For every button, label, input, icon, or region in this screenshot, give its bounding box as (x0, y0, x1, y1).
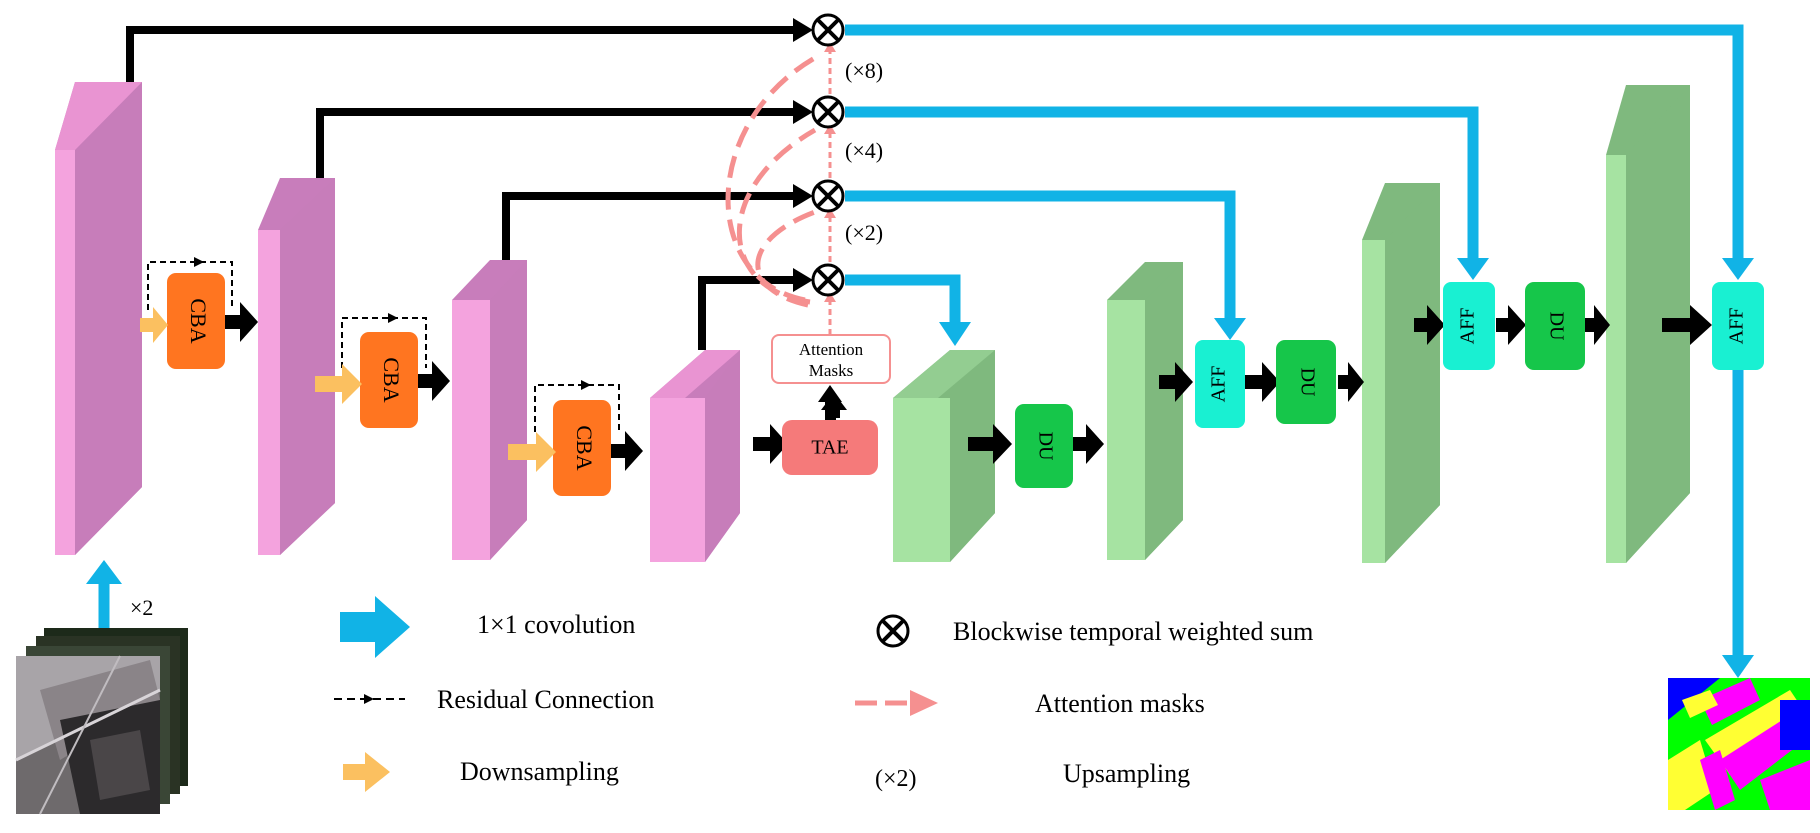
decoder-block-1 (893, 350, 995, 562)
legend-weighted-sum-label: Blockwise temporal weighted sum (953, 617, 1313, 646)
decoder-block-3 (1362, 183, 1440, 563)
svg-text:CBA: CBA (379, 357, 404, 402)
aff-block-2: AFF (1443, 282, 1495, 370)
attention-mask-arrows (725, 52, 822, 308)
encoder-block-4 (650, 350, 740, 562)
cba-block-1: CBA (167, 273, 225, 369)
process-arrows (225, 302, 1712, 471)
encoder-block-3 (452, 260, 527, 560)
legend-residual-item: Residual Connection (334, 685, 654, 714)
upsample-label-x8: (×8) (845, 58, 883, 83)
residual-arrowheads (194, 257, 591, 390)
du-block-2: DU (1276, 340, 1336, 424)
input-multiplier: ×2 (130, 595, 153, 620)
skip-arrowheads (793, 18, 813, 292)
legend-weighted-sum-item: Blockwise temporal weighted sum (876, 614, 1313, 648)
svg-text:CBA: CBA (572, 425, 597, 470)
decoder-block-2 (1107, 262, 1183, 560)
encoder-block-2 (258, 178, 335, 555)
svg-text:TAE: TAE (811, 437, 848, 459)
legend-conv-arrow-icon (340, 596, 410, 658)
aff-block-1: AFF (1195, 340, 1245, 428)
legend: 1×1 covolution Residual Connection Downs… (334, 596, 1313, 792)
downsampling-arrows (140, 307, 556, 472)
legend-weighted-sum-icon (876, 614, 910, 648)
attention-masks-line1: Attention (799, 340, 864, 359)
upsample-label-x4: (×4) (845, 138, 883, 163)
skip-connections (126, 26, 795, 350)
upsample-arrowheads (824, 42, 836, 302)
svg-text:DU: DU (1296, 368, 1318, 397)
legend-upsampling-symbol: (×2) (875, 766, 917, 792)
conv-arrowheads (86, 258, 1754, 678)
residual-connections (147, 261, 620, 432)
du-block-3: DU (1525, 282, 1585, 370)
encoder-block-1 (55, 82, 142, 555)
legend-conv-item: 1×1 covolution (340, 596, 635, 658)
attention-masks-line2: Masks (809, 361, 853, 380)
svg-text:AFF: AFF (1208, 366, 1230, 403)
cba-block-2: CBA (360, 332, 418, 428)
upsample-label-x2: (×2) (845, 220, 883, 245)
output-segmentation-map (1668, 678, 1810, 810)
cba-block-3: CBA (553, 400, 611, 496)
svg-text:DU: DU (1545, 312, 1567, 341)
legend-upsampling-label: Upsampling (1063, 759, 1190, 788)
legend-attention-item: Attention masks (855, 689, 1205, 718)
aff-block-3: AFF (1712, 282, 1764, 370)
tae-block: TAE (782, 420, 878, 475)
du-block-1: DU (1015, 404, 1073, 488)
legend-conv-label: 1×1 covolution (477, 610, 635, 639)
conv-paths (98, 24, 1744, 660)
weighted-sum-node-4 (811, 263, 845, 297)
legend-downsampling-item: Downsampling (343, 752, 619, 792)
legend-downsampling-label: Downsampling (460, 757, 619, 786)
legend-downsampling-arrow-icon (343, 752, 390, 792)
decoder-block-4 (1606, 85, 1690, 563)
attention-masks-box: Attention Masks (771, 334, 891, 384)
legend-residual-label: Residual Connection (437, 685, 654, 714)
legend-attention-label: Attention masks (1035, 689, 1205, 718)
legend-upsampling-item: (×2) Upsampling (875, 759, 1190, 792)
svg-text:AFF: AFF (1726, 308, 1748, 345)
weighted-sum-node-3 (811, 179, 845, 213)
input-image-stack (15, 628, 188, 815)
svg-text:AFF: AFF (1457, 308, 1479, 345)
weighted-sum-node-2 (811, 95, 845, 129)
weighted-sum-node-1 (811, 13, 845, 47)
svg-text:DU: DU (1034, 432, 1056, 461)
tae-to-masks-arrow (818, 385, 842, 420)
svg-text:CBA: CBA (186, 298, 211, 343)
